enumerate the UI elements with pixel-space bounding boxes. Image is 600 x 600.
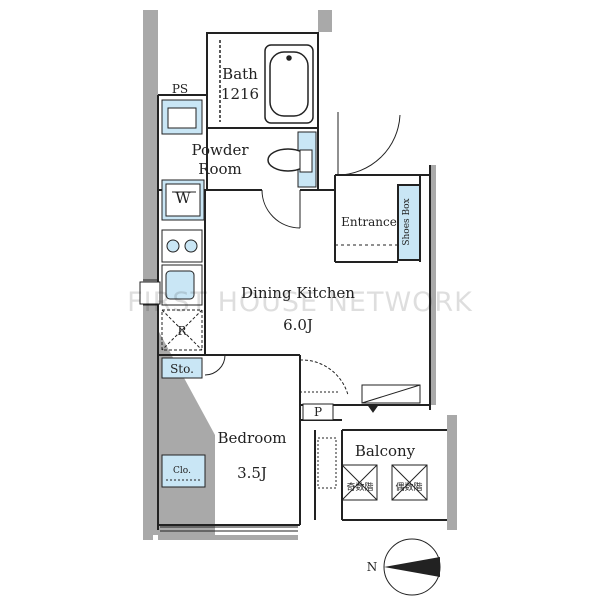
powder-room-label-line2: Room — [198, 160, 242, 178]
walls — [143, 10, 457, 540]
bath-label: Bath — [222, 65, 258, 83]
washer-label: W — [175, 189, 191, 207]
shoes-box-label: Shoes Box — [402, 198, 412, 245]
washbasin-fixture — [161, 99, 203, 135]
bathtub-fixture — [219, 40, 314, 124]
washing-machine-fixture — [161, 179, 205, 221]
interior-walls — [157, 32, 447, 530]
toilet-fixture — [267, 131, 317, 188]
refrigerator-space — [161, 309, 203, 351]
bedroom-label: Bedroom — [218, 429, 287, 447]
north-compass-icon: N — [367, 538, 441, 596]
evacuation-hatches — [317, 437, 428, 501]
bath-size-label: 1216 — [221, 85, 259, 103]
storage-label: Sto. — [170, 362, 194, 376]
refrigerator-label: R — [177, 324, 187, 338]
stair-arrow — [361, 384, 421, 413]
balcony-label: Balcony — [355, 442, 416, 460]
odd-floors-label: 奇数階 — [346, 481, 373, 493]
bedroom-size: 3.5J — [237, 464, 267, 482]
ps-label: PS — [172, 82, 188, 96]
doors — [204, 112, 401, 396]
windows — [139, 279, 431, 532]
shoes-box-fixture — [399, 186, 419, 259]
closet-label: Clo. — [173, 466, 191, 476]
kitchen-sink-fixture — [161, 264, 203, 306]
bedroom-closet — [161, 454, 206, 488]
meter-label: P — [314, 405, 322, 419]
room-labels: Bath 1216 PS Powder Room W Entrance Shoe… — [170, 65, 422, 493]
entrance-label: Entrance — [341, 215, 397, 229]
meter-box — [302, 403, 334, 421]
powder-room-label-line1: Powder — [191, 141, 249, 159]
storage-closet — [161, 357, 203, 379]
compass-label: N — [367, 560, 378, 574]
watermark-text: FIRST HOUSE NETWORK — [127, 287, 473, 318]
even-floors-label: 偶数階 — [395, 481, 422, 493]
dining-kitchen-size: 6.0J — [283, 316, 313, 334]
dining-kitchen-label: Dining Kitchen — [241, 284, 355, 302]
stove-fixture — [161, 229, 203, 263]
